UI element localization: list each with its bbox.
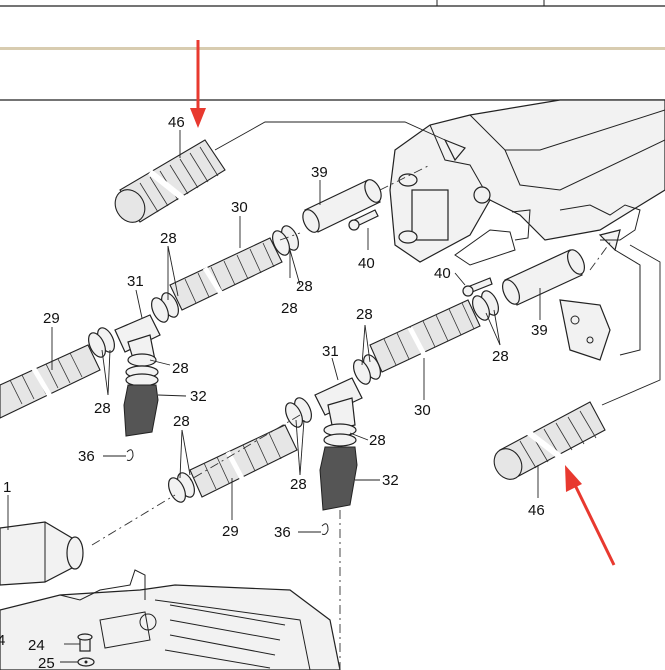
callout-36-upper: 36 [78,448,95,465]
callout-39-lower: 39 [531,322,548,339]
callout-29-lower: 29 [222,523,239,540]
callout-28-c: 28 [281,300,298,317]
hose-29-lower [189,424,298,498]
tee-31-upper [114,314,161,367]
callout-32-upper: 32 [190,388,207,405]
callout-40-upper: 40 [358,255,375,272]
callout-1: 1 [3,479,11,496]
hose-46-upper [114,139,226,223]
callout-28-g: 28 [492,348,509,365]
center-lines [91,164,613,670]
bolt-40-upper [348,209,379,231]
callout-4: 4 [0,632,5,649]
bolt-24 [77,633,93,652]
nozzle-32-lower [319,423,358,511]
callout-labels: 46 39 30 28 28 28 31 29 28 28 32 36 40 4… [0,114,548,670]
callout-29-upper: 29 [43,310,60,327]
callout-25: 25 [38,655,55,670]
fan-housing-1 [0,521,84,586]
header-rule [0,47,665,50]
callout-46-upper: 46 [168,114,185,131]
callout-31-upper: 31 [127,273,144,290]
callout-28-j: 28 [290,476,307,493]
annotation-arrow-top [190,40,206,128]
callout-30-lower: 30 [414,402,431,419]
callout-46-lower: 46 [528,502,545,519]
callout-32-lower: 32 [382,472,399,489]
callout-24: 24 [28,637,45,654]
hose-46-lower [493,401,606,480]
tee-31-lower [314,377,363,431]
nozzle-32-upper [123,365,159,437]
annotation-arrow-bottom [565,465,616,566]
callout-40-lower: 40 [434,265,451,282]
bolt-40-lower [462,277,493,297]
callout-28-b: 28 [296,278,313,295]
callout-30-upper: 30 [231,199,248,216]
callout-31-lower: 31 [322,343,339,360]
callout-28-i: 28 [369,432,386,449]
hose-29-upper [0,344,101,419]
callout-36-lower: 36 [274,524,291,541]
tube-39-upper [302,179,382,233]
clamps-upper [88,225,299,358]
tube-39-lower [502,249,585,306]
callout-28-a: 28 [160,230,177,247]
clip-36-upper [126,449,134,461]
callout-28-d: 28 [172,360,189,377]
hose-46-lower-leader [601,244,661,406]
callout-28-h: 28 [173,413,190,430]
callout-28-f: 28 [356,306,373,323]
leader-lines [7,130,541,663]
header-frame [0,0,665,101]
frame-assembly [389,99,665,361]
washer-25 [77,657,95,667]
callout-28-e: 28 [94,400,111,417]
hose-46-upper-leader [214,121,446,151]
hose-30-lower [369,299,481,373]
clip-36-lower [321,523,329,535]
hose-30-upper [169,237,283,311]
callout-39-upper: 39 [311,164,328,181]
